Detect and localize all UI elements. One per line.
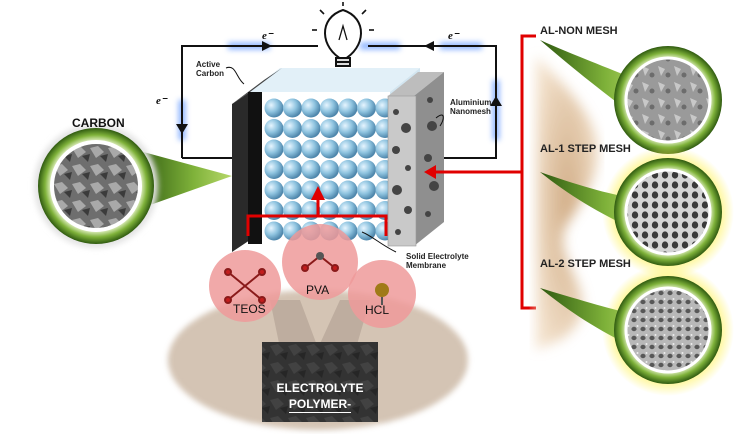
- arrow-up-right: [490, 96, 502, 106]
- electrolyte-sphere: [283, 98, 302, 118]
- electron-label-left: e⁻: [156, 95, 167, 107]
- electrolyte-sphere: [264, 98, 284, 118]
- electrolyte-sphere: [338, 119, 358, 138]
- polymer-label-line2: POLYMER-: [288, 397, 352, 413]
- electrolyte-sphere: [264, 221, 284, 241]
- solid-electrolyte-label: Solid Electrolyte Membrane: [406, 252, 469, 270]
- hcl-label: HCL: [365, 303, 390, 317]
- electrolyte-sphere: [338, 180, 358, 200]
- arrow-right-top: [262, 41, 272, 51]
- red-arrow-up: [311, 186, 325, 200]
- nanomesh-pointer: [435, 114, 444, 127]
- electrolyte-sphere: [357, 180, 376, 200]
- electrolyte-sphere: [283, 160, 302, 179]
- electrolyte-sphere: [283, 139, 302, 159]
- carbon-callout: [34, 124, 232, 248]
- lightbulb-icon: [312, 2, 374, 67]
- electrolyte-sphere: [283, 119, 302, 138]
- membrane-pointer: [361, 231, 397, 253]
- mesh-title-non: AL-NON MESH: [540, 25, 618, 37]
- teos-label: TEOS: [233, 302, 266, 316]
- arrow-down-left: [176, 124, 188, 134]
- active-carbon-label: Active Carbon: [196, 60, 224, 78]
- electrolyte-sphere: [301, 119, 321, 138]
- electrolyte-sphere: [264, 160, 284, 179]
- electrolyte-sphere: [264, 180, 284, 200]
- electrolyte-sphere: [320, 98, 339, 118]
- electrolyte-sphere: [301, 139, 321, 159]
- electrolyte-sphere: [357, 160, 376, 179]
- electrolyte-sphere: [357, 119, 376, 138]
- circuit-arrows: [176, 41, 502, 134]
- aluminium-nanomesh-label: Aluminium Nanomesh: [450, 98, 492, 116]
- electrolyte-sphere: [301, 98, 321, 118]
- electrolyte-sphere: [264, 119, 284, 138]
- carbon-title: CARBON: [72, 116, 125, 130]
- mesh-title-two: AL-2 STEP MESH: [540, 258, 631, 270]
- electron-label-top-right: e⁻: [448, 30, 459, 42]
- electrolyte-sphere: [320, 180, 339, 200]
- electrolyte-sphere: [320, 139, 339, 159]
- electrolyte-sphere: [283, 180, 302, 200]
- polymer-label-line1: ELECTROLYTE: [276, 381, 364, 395]
- red-bracket-right: [432, 34, 536, 310]
- electrolyte-sphere: [320, 160, 339, 179]
- sand-background: [536, 56, 599, 350]
- component-circles: [209, 224, 416, 328]
- arrow-left-top: [424, 41, 434, 51]
- electrolyte-sphere: [301, 160, 321, 179]
- electrolyte-spheres: [264, 98, 395, 241]
- mesh-callout-two: [540, 264, 734, 396]
- electron-label-top-left: e⁻: [262, 30, 273, 42]
- electrolyte-sphere: [357, 98, 376, 118]
- aluminium-nanomesh-plate: [387, 72, 444, 247]
- electrolyte-sphere: [357, 221, 376, 241]
- electrolyte-sphere: [338, 98, 358, 118]
- electrolyte-sphere: [264, 139, 284, 159]
- electrolyte-sphere: [320, 119, 339, 138]
- mesh-callout-one: [540, 146, 734, 278]
- mesh-callout-non: [540, 40, 722, 154]
- mesh-title-one: AL-1 STEP MESH: [540, 143, 631, 155]
- polymer-label: ELECTROLYTE POLYMER-: [266, 380, 374, 413]
- electrolyte-sphere: [338, 139, 358, 159]
- electrolyte-sphere: [357, 139, 376, 159]
- active-carbon-pointer: [225, 66, 245, 85]
- red-arrow-left: [424, 165, 436, 179]
- pva-label: PVA: [306, 283, 330, 297]
- electrolyte-sphere: [338, 160, 358, 179]
